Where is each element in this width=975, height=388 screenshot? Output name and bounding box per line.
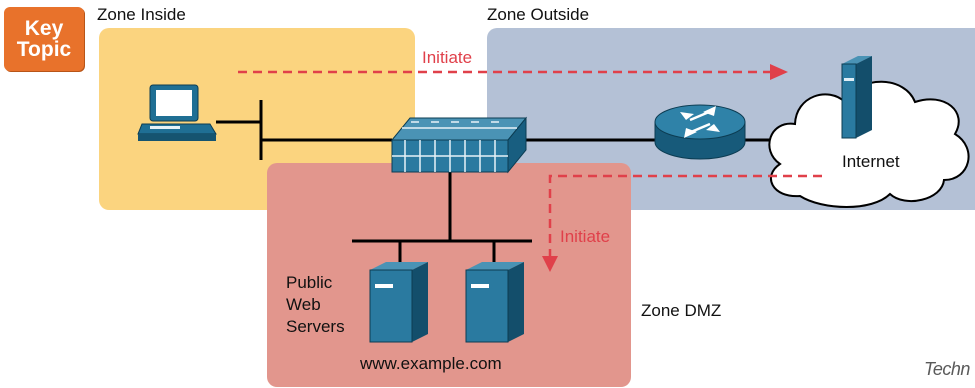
watermark-text: Techn [924,359,970,379]
public-web-servers-label: Public Web Servers [286,273,345,336]
zone-outside-label: Zone Outside [487,5,590,24]
key-topic-line2: Topic [16,38,72,61]
firewall-icon [390,116,528,174]
initiate-label-outbound: Initiate [422,48,473,67]
flow-arrows [238,70,822,258]
router-icon [654,104,746,160]
zone-inside-label: Zone Inside [97,5,186,24]
zone-dmz-label: Zone DMZ [641,301,722,320]
server-icon [369,262,428,343]
domain-label: www.example.com [360,354,502,373]
server-icon [841,56,872,139]
initiate-label-inbound: Initiate [560,227,611,246]
key-topic-line1: Key [24,17,64,40]
internet-to-dmz-arrow [548,174,822,258]
arrowhead-down-icon [542,256,558,272]
internet-label: Internet [842,152,900,171]
key-topic-badge: Key Topic [4,7,84,71]
server-icon [465,262,524,343]
pc-icon [137,84,217,141]
arrowhead-right-icon [770,64,788,80]
